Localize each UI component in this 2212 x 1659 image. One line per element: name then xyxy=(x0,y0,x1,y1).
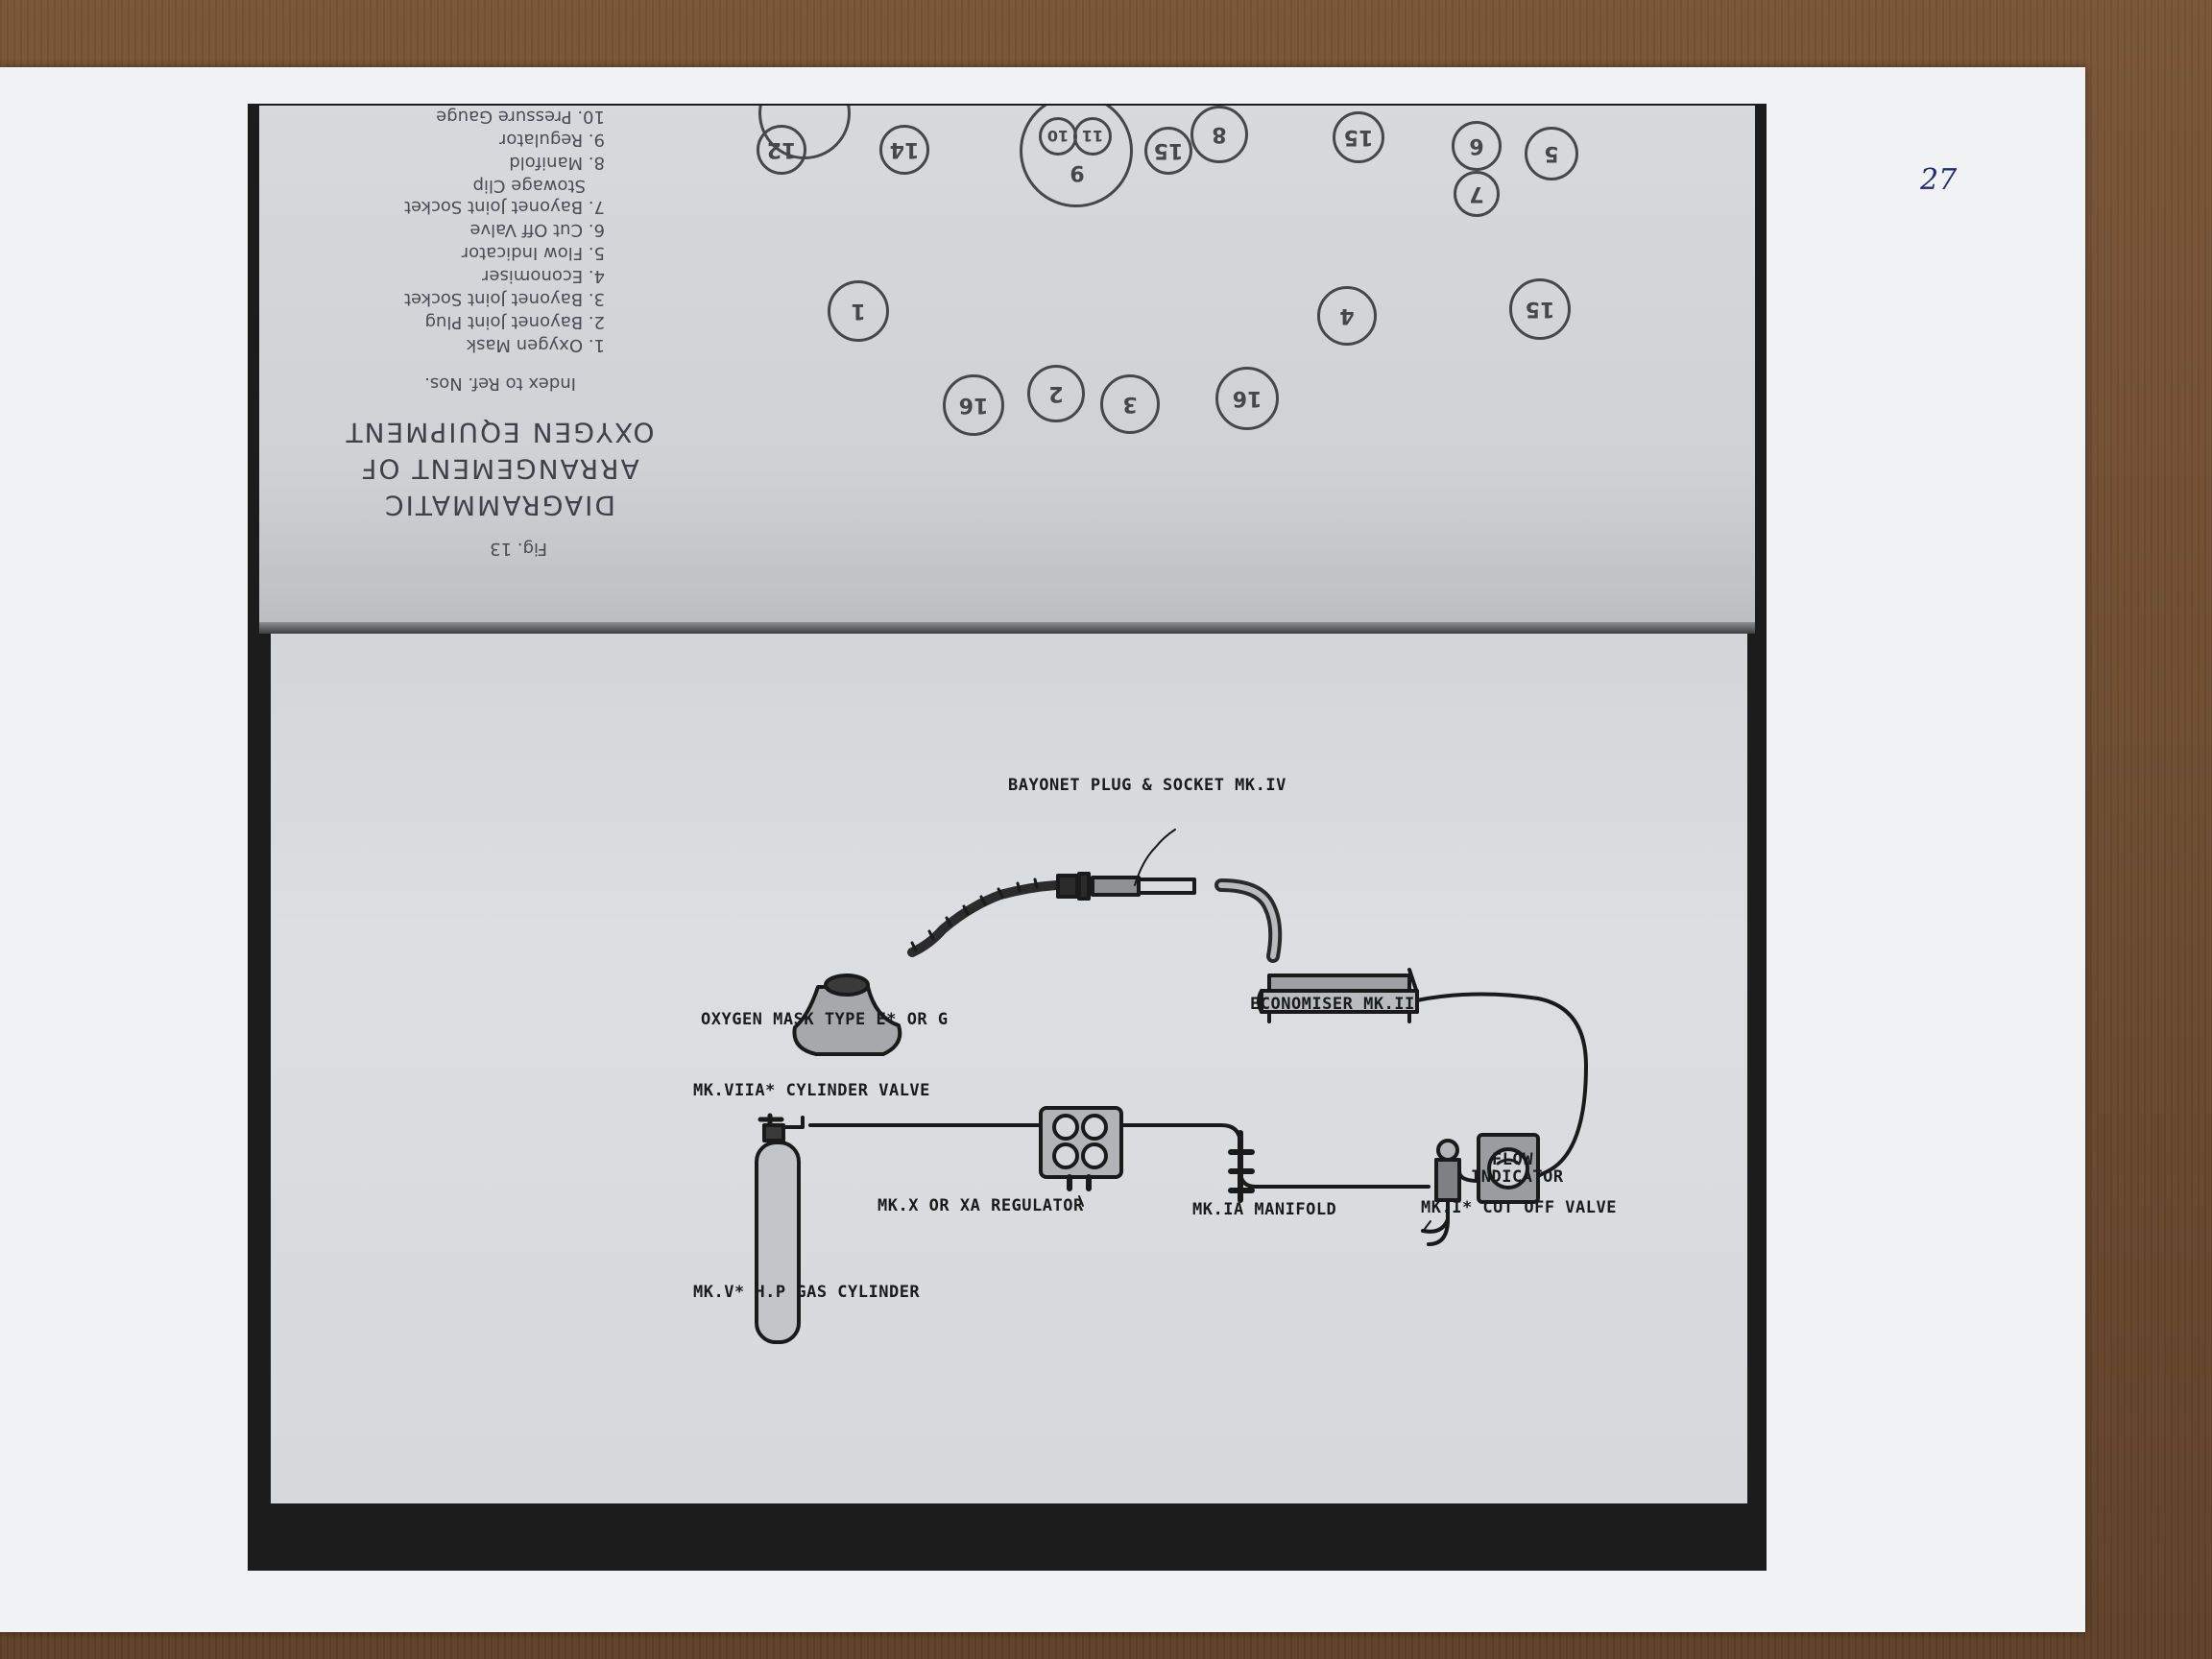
oxygen-mask xyxy=(792,985,902,1056)
cutoff-valve-top xyxy=(1436,1139,1459,1162)
bayonet-plug-ring xyxy=(1077,872,1091,901)
label-cylinder-valve: MK.VIIA* CYLINDER VALVE xyxy=(693,1081,930,1100)
mask-top-valve xyxy=(824,974,870,997)
label-economiser: ECONOMISER MK.II xyxy=(1250,995,1415,1014)
callout-10: 10 xyxy=(1039,117,1077,156)
fig-number: Fig. 13 xyxy=(490,539,547,559)
bayonet-plug xyxy=(1056,874,1079,899)
index-item: 9. Regulator xyxy=(498,130,605,150)
callout-8: 8 xyxy=(1190,106,1248,163)
label-cutoff-valve: MK.I* CUT OFF VALVE xyxy=(1421,1198,1617,1217)
label-bayonet-plug-socket: BAYONET PLUG & SOCKET MK.IV xyxy=(1008,776,1286,795)
callout-6: 6 xyxy=(1452,121,1502,171)
callout-4: 4 xyxy=(1317,286,1377,346)
manifold-body xyxy=(1228,1130,1255,1203)
index-item: 6. Cut Off Valve xyxy=(469,220,605,240)
mirrored-title-line-3: OXYGEN EQUIPMENT xyxy=(344,417,655,448)
callout-15: 15 xyxy=(1333,111,1384,163)
mirrored-title-line-1: DIAGRAMMATIC xyxy=(383,490,615,521)
mask-hose-ribs xyxy=(910,878,1039,952)
label-flow-indicator-line-2: INDICATOR xyxy=(1471,1167,1564,1187)
callout-12: 12 xyxy=(757,125,806,175)
mask-hose xyxy=(907,880,1061,957)
label-gas-cylinder: MK.V* H.P GAS CYLINDER xyxy=(693,1283,921,1302)
index-item: Stowage Clip xyxy=(472,176,586,196)
callout-3: 3 xyxy=(1100,374,1160,434)
regulator-gauge-right xyxy=(1081,1114,1108,1141)
regulator-gauge-lower-left xyxy=(1052,1142,1079,1169)
index-item: 5. Flow Indicator xyxy=(461,243,605,263)
mirrored-title-line-2: ARRANGEMENT OF xyxy=(359,453,639,485)
callout-2: 2 xyxy=(1027,365,1085,422)
regulator-gauge-lower-right xyxy=(1081,1142,1108,1169)
callout-16: 16 xyxy=(1215,367,1279,430)
bayonet-label-leader xyxy=(1134,829,1176,886)
callout-1: 1 xyxy=(828,280,889,342)
index-item: 7. Bayonet Joint Socket xyxy=(404,197,605,217)
economiser-right-end xyxy=(1407,968,1419,1014)
callout-11: 11 xyxy=(1073,117,1112,156)
bayonet-socket xyxy=(1091,876,1141,897)
regulator-knobs xyxy=(1067,1174,1092,1191)
label-oxygen-mask: OXYGEN MASK TYPE E* OR G xyxy=(701,1010,949,1029)
regulator-gauge-left xyxy=(1052,1114,1079,1141)
label-regulator: MK.X OR XA REGULATOR xyxy=(878,1196,1084,1215)
callout-15: 15 xyxy=(1144,127,1192,175)
index-item: 2. Bayonet Joint Plug xyxy=(424,312,605,332)
page-number: 27 xyxy=(1920,163,1958,197)
label-manifold: MK.IA MANIFOLD xyxy=(1192,1200,1337,1219)
flow-indicator-needle xyxy=(1496,1158,1521,1166)
callout-9: 9 xyxy=(1070,160,1085,185)
cylinder-valve-outlet xyxy=(781,1116,805,1129)
gas-cylinder xyxy=(755,1141,801,1344)
socket-pipe xyxy=(1137,878,1196,895)
callout-14: 14 xyxy=(879,125,929,175)
callout-5: 5 xyxy=(1525,127,1578,180)
cylinder-valve-body xyxy=(762,1123,785,1142)
index-item: 10. Pressure Gauge xyxy=(436,107,605,127)
economiser-body xyxy=(1267,974,1411,993)
economiser-hose xyxy=(1214,878,1283,963)
label-flow-indicator-line-1: FLOW xyxy=(1492,1150,1533,1169)
economiser-feet xyxy=(1267,1010,1411,1023)
index-item: 8. Manifold xyxy=(509,153,605,173)
oxygen-equipment-diagram xyxy=(755,829,1588,1344)
regulator-body xyxy=(1039,1106,1123,1179)
economiser-to-flow-line xyxy=(1415,992,1588,1187)
page-fold-shadow xyxy=(259,622,1755,634)
index-item: 4. Economiser xyxy=(482,266,605,286)
flow-indicator-dial xyxy=(1487,1147,1529,1190)
show-through-page: Fig. 13 DIAGRAMMATIC ARRANGEMENT OF OXYG… xyxy=(259,106,1755,624)
label-leader-cutoff xyxy=(1424,1220,1431,1230)
economiser-hose-inner xyxy=(1218,882,1279,959)
economiser-left-end xyxy=(1257,989,1263,1014)
main-supply-line-return xyxy=(1421,1217,1450,1234)
index-item: 1. Oxygen Mask xyxy=(466,335,605,355)
mirrored-index-heading: Index to Ref. Nos. xyxy=(424,373,576,394)
callout-15: 15 xyxy=(1509,278,1571,340)
callout-16: 16 xyxy=(943,374,1004,436)
diagram-page: BAYONET PLUG & SOCKET MK.IV OXYGEN MASK … xyxy=(271,634,1747,1503)
index-item: 3. Bayonet Joint Socket xyxy=(404,289,605,309)
callout-7: 7 xyxy=(1454,171,1500,217)
cutoff-valve-body xyxy=(1434,1158,1461,1202)
mirrored-index-text: Fig. 13 DIAGRAMMATIC ARRANGEMENT OF OXYG… xyxy=(288,106,691,624)
label-leader-regulator xyxy=(1078,1195,1084,1207)
